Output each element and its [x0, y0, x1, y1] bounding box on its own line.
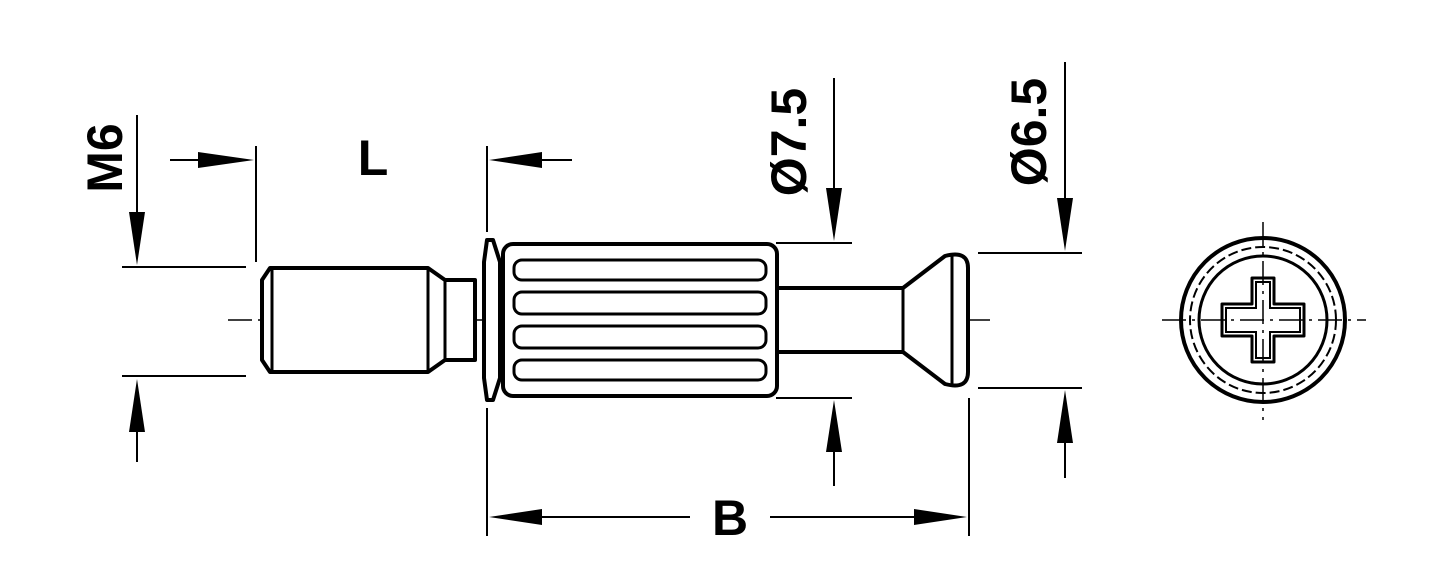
dimension-total-length: B — [486, 398, 970, 546]
dimension-thread: M6 — [77, 115, 246, 462]
thread-size-label: M6 — [77, 123, 133, 192]
dimension-head-diameter: Ø6.5 — [978, 62, 1082, 478]
flange — [482, 238, 502, 402]
length-label: L — [358, 130, 389, 186]
threaded-stud — [260, 266, 477, 374]
neck-and-head — [775, 252, 970, 388]
end-view — [1162, 222, 1366, 420]
dimension-body-diameter: Ø7.5 — [761, 78, 852, 486]
body-diameter-label: Ø7.5 — [761, 88, 817, 196]
phillips-cross-icon — [1220, 276, 1306, 364]
dimension-length: L — [170, 130, 572, 262]
head-diameter-label: Ø6.5 — [1001, 78, 1057, 186]
ribbed-body — [501, 242, 779, 398]
total-length-label: B — [712, 490, 748, 546]
